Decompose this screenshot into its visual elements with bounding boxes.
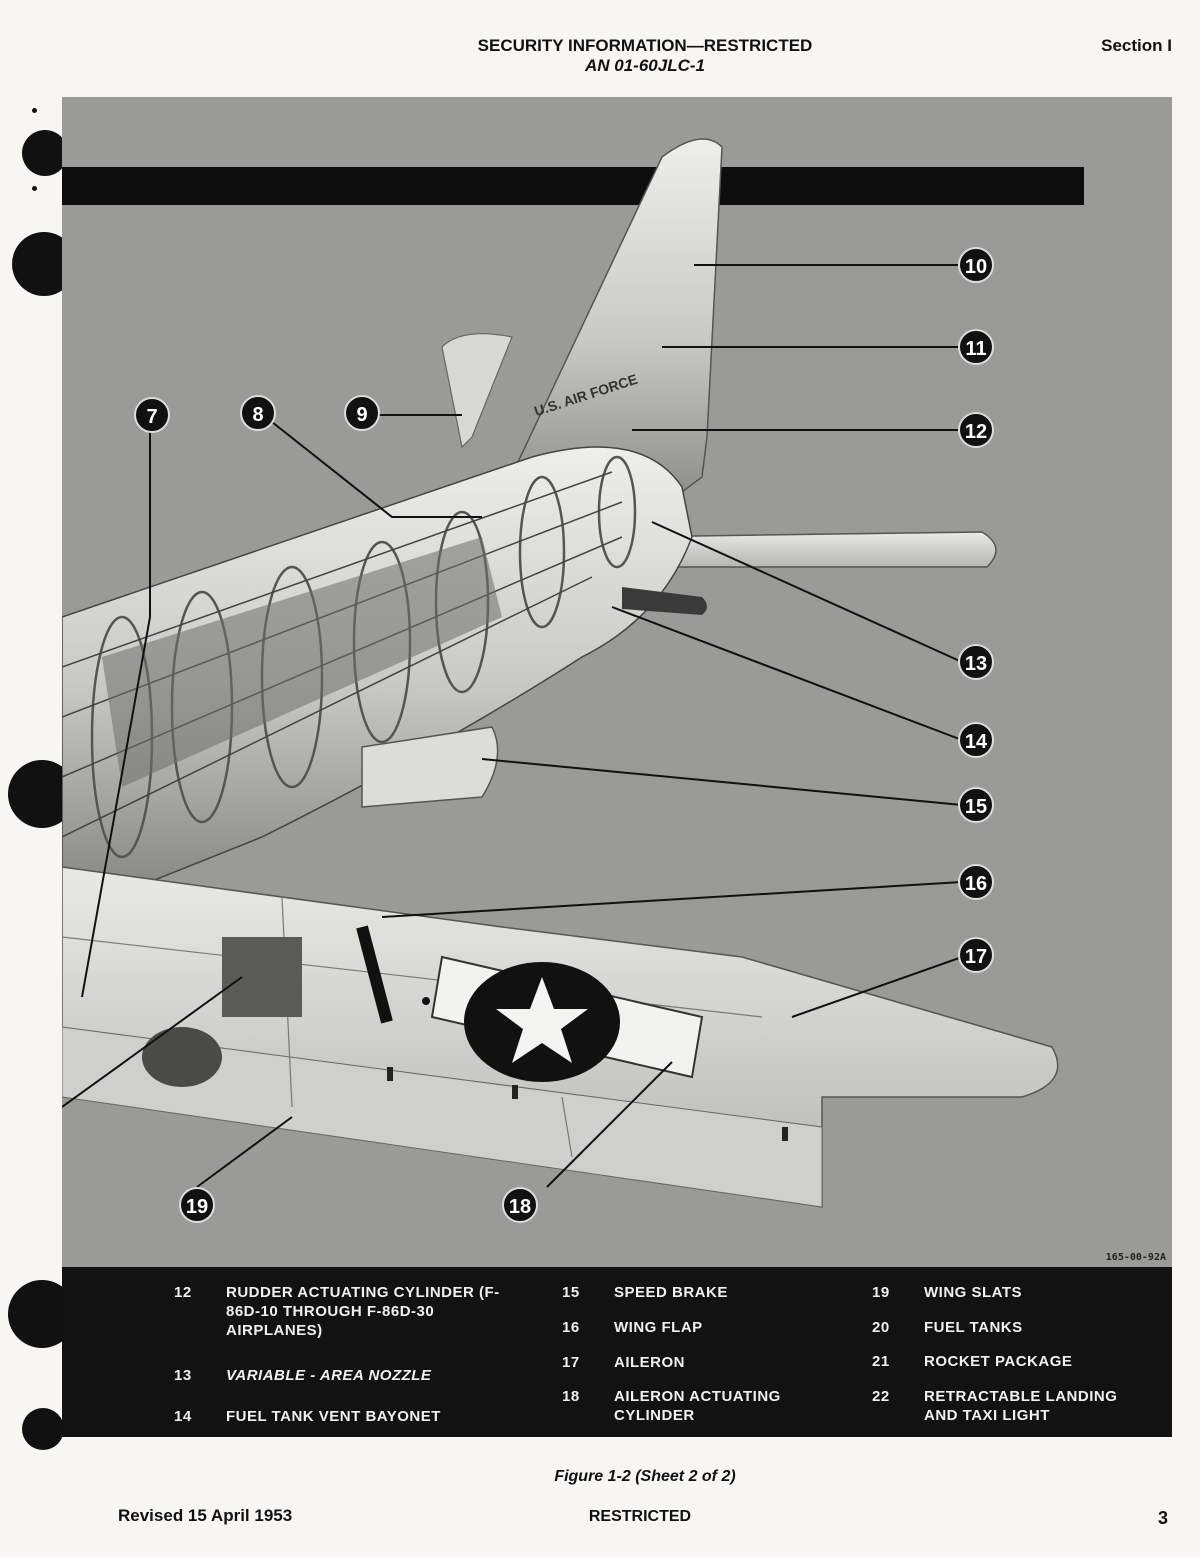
legend-number: 18 [562, 1388, 580, 1405]
callout-17: 17 [958, 937, 994, 973]
legend-number: 21 [872, 1353, 890, 1370]
callout-19: 19 [179, 1187, 215, 1223]
footer-classification: RESTRICTED [588, 1508, 692, 1525]
callout-10: 10 [958, 247, 994, 283]
cutaway-illustration: 7 8 9 10 11 12 13 14 15 16 17 18 19 U.S.… [62, 97, 1172, 1267]
legend-text: ROCKET PACKAGE [924, 1353, 1073, 1370]
legend-number: 17 [562, 1354, 580, 1371]
document-number: AN 01-60JLC-1 [585, 56, 705, 75]
callout-11: 11 [958, 329, 994, 365]
callout-9: 9 [344, 395, 380, 431]
figure-caption: Figure 1-2 (Sheet 2 of 2) [554, 1468, 736, 1485]
legend-number: 20 [872, 1319, 890, 1336]
legend-text: AILERON [614, 1354, 685, 1371]
binder-dot [32, 186, 37, 191]
legend-text: RETRACTABLE LANDING AND TAXI LIGHT [924, 1388, 1118, 1424]
callout-16: 16 [958, 864, 994, 900]
legend-number: 19 [872, 1284, 890, 1301]
legend-number: 13 [174, 1367, 192, 1384]
callout-13: 13 [958, 644, 994, 680]
callout-15: 15 [958, 787, 994, 823]
page-number: 3 [1157, 1508, 1168, 1528]
callout-7: 7 [134, 397, 170, 433]
legend-text: SPEED BRAKE [614, 1284, 728, 1301]
callout-14: 14 [958, 722, 994, 758]
legend-text: WING SLATS [924, 1284, 1023, 1301]
legend-text: FUEL TANKS [924, 1319, 1023, 1336]
page-header: SECURITY INFORMATION—RESTRICTED AN 01-60… [0, 36, 1200, 76]
legend-text: WING FLAP [614, 1319, 703, 1336]
security-heading: SECURITY INFORMATION—RESTRICTED [477, 36, 813, 55]
legend-number: 12 [174, 1284, 192, 1301]
callout-18: 18 [502, 1187, 538, 1223]
legend-number: 22 [872, 1388, 890, 1405]
legend-number: 16 [562, 1319, 580, 1336]
callout-12: 12 [958, 412, 994, 448]
figure-reference-number: 165-00-92A [1105, 1252, 1166, 1263]
binder-dot [32, 108, 37, 113]
aircraft-drawing [62, 138, 1059, 1208]
legend-text: RUDDER ACTUATING CYLINDER (F-86D-10 THRO… [226, 1284, 500, 1339]
binder-hole [22, 130, 68, 176]
legend-number: 15 [562, 1284, 580, 1301]
revision-date: Revised 15 April 1953 [118, 1506, 293, 1525]
legend-text: AILERON ACTUATING CYLINDER [614, 1388, 781, 1424]
legend-text: FUEL TANK VENT BAYONET [226, 1408, 441, 1425]
legend-panel: 12 RUDDER ACTUATING CYLINDER (F-86D-10 T… [62, 1267, 1172, 1437]
section-label: Section I [1101, 36, 1172, 55]
legend-text: VARIABLE - AREA NOZZLE [226, 1367, 432, 1384]
legend-number: 14 [174, 1408, 192, 1425]
binder-hole [22, 1408, 64, 1450]
callout-8: 8 [240, 395, 276, 431]
figure-top-bar [62, 167, 1084, 205]
